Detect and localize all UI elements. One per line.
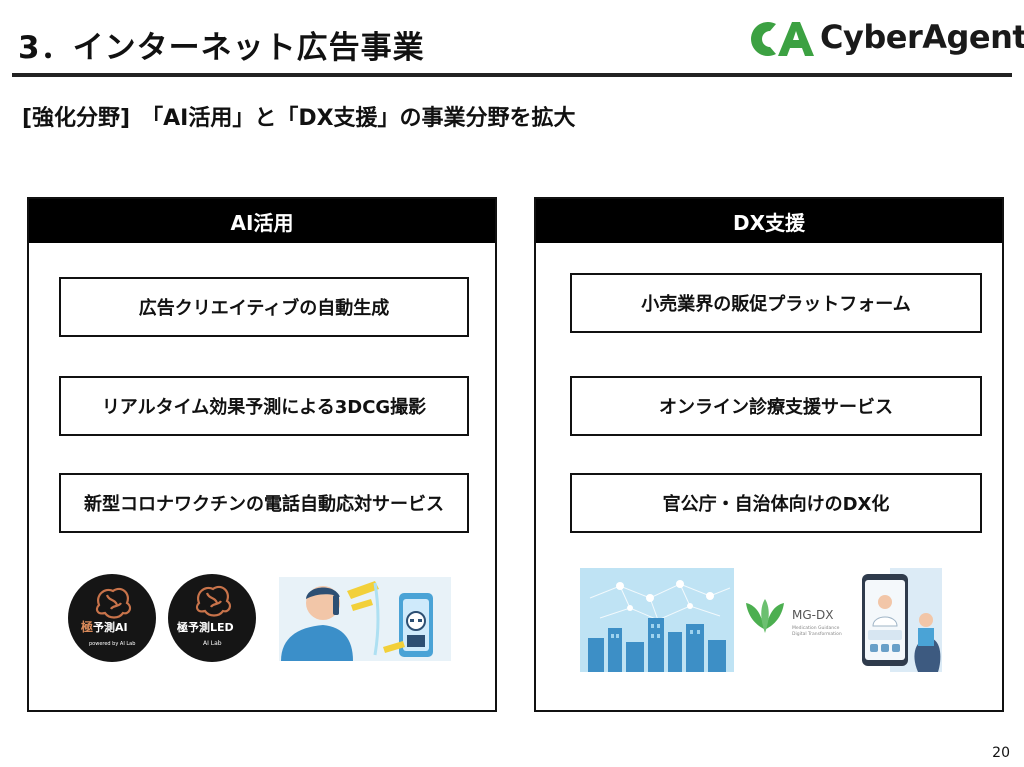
ai-panel-heading: AI活用 <box>29 199 495 243</box>
ai-panel: AI活用 広告クリエイティブの自動生成 リアルタイム効果予測による3DCG撮影 … <box>27 197 497 712</box>
page-number: 20 <box>992 745 1010 761</box>
smart-city-illustration <box>580 568 734 672</box>
ai-item-3dcg-prediction: リアルタイム効果予測による3DCG撮影 <box>59 376 469 436</box>
dx-panel-heading: DX支援 <box>536 199 1002 243</box>
ai-phone-call-illustration <box>279 577 451 661</box>
svg-text:極: 極 <box>81 619 93 634</box>
ai-item-vaccine-phone-service: 新型コロナワクチンの電話自動応対サービス <box>59 473 469 533</box>
dx-item-retail-platform: 小売業界の販促プラットフォーム <box>570 273 982 333</box>
kiwami-yosoku-ai-badge: 極 予測AI powered by AI Lab <box>68 574 156 662</box>
leaf-icon <box>746 599 784 633</box>
svg-text:powered by AI Lab: powered by AI Lab <box>89 641 135 647</box>
cyberagent-mark-icon <box>751 21 814 56</box>
title-divider <box>12 73 1012 77</box>
page-subtitle: [強化分野] 「AI活用」と「DX支援」の事業分野を拡大 <box>22 106 576 131</box>
dx-item-online-medical: オンライン診療支援サービス <box>570 376 982 436</box>
brain-icon <box>95 587 132 619</box>
mg-dx-logo: MG-DX Medication Guidance Digital Transf… <box>746 599 842 637</box>
ai-item-creative-generation: 広告クリエイティブの自動生成 <box>59 277 469 337</box>
svg-text:MG-DX: MG-DX <box>792 608 833 622</box>
page-title: 3．インターネット広告事業 <box>18 30 425 66</box>
svg-text:予測AI: 予測AI <box>93 620 128 634</box>
svg-text:AI Lab: AI Lab <box>203 640 222 647</box>
brain-icon <box>195 585 232 617</box>
kiwami-yosoku-led-badge: 極予測LED AI Lab <box>168 574 256 662</box>
dx-panel: DX支援 小売業界の販促プラットフォーム オンライン診療支援サービス 官公庁・自… <box>534 197 1004 712</box>
svg-text:極予測LED: 極予測LED <box>176 620 234 634</box>
logo-wordmark: CyberAgent® <box>820 18 1024 56</box>
dx-item-government-dx: 官公庁・自治体向けのDX化 <box>570 473 982 533</box>
online-consultation-illustration <box>862 568 942 672</box>
cyberagent-logo: CyberAgent® <box>740 16 1024 62</box>
svg-text:Digital Transformation: Digital Transformation <box>792 631 842 637</box>
svg-text:Medication Guidance: Medication Guidance <box>792 625 840 631</box>
